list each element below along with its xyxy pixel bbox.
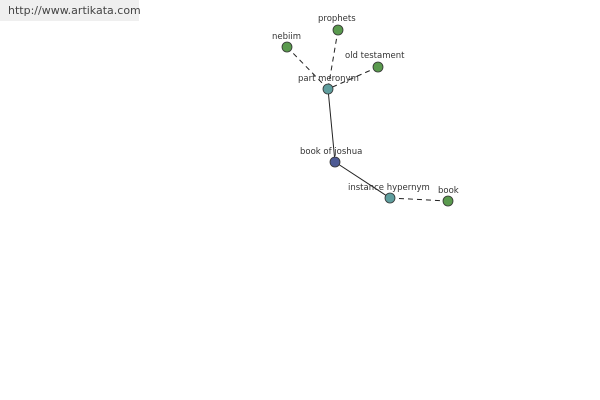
watermark-bar: http://www.artikata.com (0, 0, 141, 21)
edge-instance-hypernym-book (389, 197, 449, 202)
edge-book-of-joshua-instance-hypernym (334, 161, 391, 199)
node-book[interactable] (442, 195, 454, 207)
label-book: book (438, 186, 459, 196)
watermark-url[interactable]: http://www.artikata.com (8, 4, 141, 17)
edge-nebiim-part-meronym (286, 46, 329, 90)
label-nebiim: nebiim (272, 32, 301, 42)
node-nebiim[interactable] (281, 41, 293, 53)
label-part-meronym: part meronym (298, 74, 359, 84)
node-old-testament[interactable] (372, 61, 384, 73)
label-instance-hypernym: instance hypernym (348, 183, 430, 193)
node-prophets[interactable] (332, 24, 344, 36)
node-book-of-joshua[interactable] (329, 156, 341, 168)
node-part-meronym[interactable] (322, 83, 334, 95)
edge-part-meronym-book-of-joshua (327, 88, 336, 163)
edge-old-testament-part-meronym (327, 66, 379, 90)
edge-prophets-part-meronym (327, 29, 339, 90)
label-book-of-joshua: book of joshua (300, 147, 362, 157)
label-prophets: prophets (318, 14, 356, 24)
node-instance-hypernym[interactable] (384, 192, 396, 204)
label-old-testament: old testament (345, 51, 405, 61)
